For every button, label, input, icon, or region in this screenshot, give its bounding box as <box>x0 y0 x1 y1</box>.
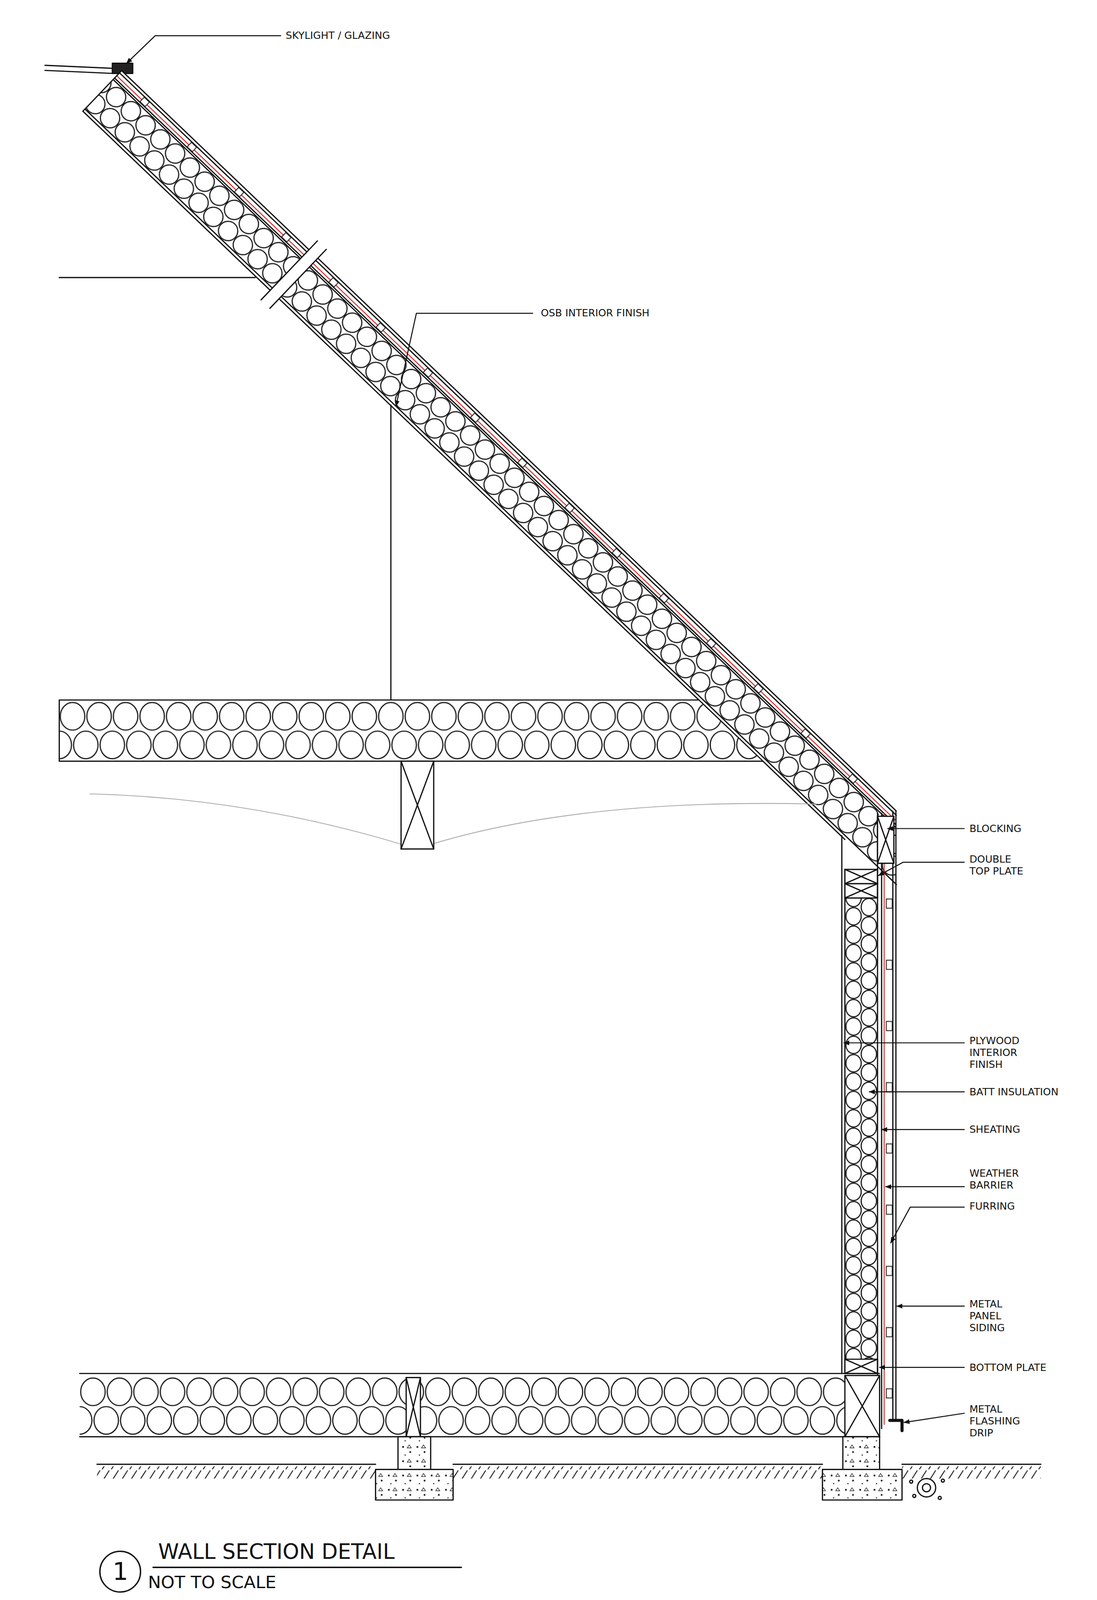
floor-joist-cross <box>406 1377 421 1437</box>
rim-joist <box>844 1375 880 1437</box>
flashing-drip <box>889 1420 903 1431</box>
metal-siding-line <box>892 811 896 1421</box>
bottom-plate <box>844 1358 878 1374</box>
gravel <box>941 1478 945 1482</box>
sheathing-line <box>877 813 882 1437</box>
callout-circle: 1 <box>99 1550 142 1593</box>
top-plate-cross <box>844 869 878 884</box>
roof-inner-line <box>85 108 897 884</box>
leader-line <box>395 313 533 406</box>
leader-line <box>890 1207 965 1243</box>
break-line <box>260 240 327 309</box>
drawing-title: WALL SECTION DETAIL <box>158 1539 395 1564</box>
top-plate <box>844 869 878 884</box>
ceiling-assembly <box>59 699 763 762</box>
callout-label: SHEATING <box>969 1123 1021 1136</box>
earth-hatch <box>452 1466 823 1479</box>
ceiling-insulation <box>59 699 763 762</box>
weather-barrier-line <box>883 813 885 1425</box>
break-gap <box>262 242 325 307</box>
concrete-footing <box>822 1469 902 1500</box>
floor-insulation <box>79 1375 845 1437</box>
roof-insulation <box>85 79 925 885</box>
drain-pipe <box>917 1478 936 1497</box>
drain-pipe-inner <box>922 1483 931 1492</box>
plywood-finish-line <box>841 835 843 1374</box>
skylight-glazing <box>44 65 115 74</box>
title-underline <box>153 1566 462 1568</box>
gravel <box>909 1480 913 1484</box>
ceiling-curve <box>90 793 817 850</box>
concrete-pier <box>842 1436 880 1470</box>
leader-line <box>878 862 964 876</box>
callout-label: BATT INSULATION <box>969 1086 1059 1098</box>
callout-number: 1 <box>112 1557 128 1586</box>
beam-cross <box>400 761 434 849</box>
leader-line <box>869 1091 965 1092</box>
leader-line <box>843 1042 964 1044</box>
roof-end-line <box>82 70 122 112</box>
leader-line <box>887 827 964 829</box>
callout-label: OSB INTERIOR FINISH <box>540 307 650 320</box>
roof-assembly <box>73 61 944 898</box>
leader-line <box>896 1305 964 1307</box>
callout-label: BOTTOM PLATE <box>969 1361 1047 1374</box>
gravel <box>938 1496 942 1500</box>
leader-line <box>879 1366 964 1368</box>
earth-hatch <box>901 1466 1041 1479</box>
floor-outline <box>79 1373 880 1437</box>
leader-line <box>126 35 281 64</box>
stud-line <box>844 869 846 1374</box>
callout-label: METAL FLASHING DRIP <box>969 1403 1029 1439</box>
callout-label: FURRING <box>969 1200 1015 1213</box>
hanger-line <box>390 404 392 700</box>
callout-label: BLOCKING <box>969 822 1022 835</box>
top-plate-cross <box>844 883 878 898</box>
ceiling-outline <box>59 699 763 762</box>
ceiling-line <box>59 276 256 279</box>
wall-insulation <box>844 897 878 1359</box>
rim-joist-cross <box>844 1375 880 1437</box>
callout-label: WEATHER BARRIER <box>969 1167 1029 1192</box>
roof-ground <box>82 70 935 889</box>
scale-note: NOT TO SCALE <box>148 1571 277 1593</box>
blocking <box>877 816 895 864</box>
callout-label: SKYLIGHT / GLAZING <box>285 29 390 42</box>
gravel <box>912 1494 916 1498</box>
concrete-footing <box>375 1469 454 1500</box>
leader-line <box>904 1413 965 1423</box>
beam <box>400 761 434 849</box>
callout-label: DOUBLE TOP PLATE <box>969 853 1029 878</box>
bottom-plate-cross <box>844 1358 878 1374</box>
floor-assembly <box>79 1375 845 1437</box>
top-plate <box>844 883 878 898</box>
wall-furring <box>885 813 894 1421</box>
earth-hatch <box>96 1466 376 1479</box>
callout-label: METAL PANEL SIDING <box>969 1298 1029 1334</box>
ground-line <box>96 1463 1041 1465</box>
batt-insulation <box>844 897 878 1359</box>
concrete-pier <box>398 1436 431 1470</box>
blocking-cross <box>877 816 895 864</box>
section-linework <box>44 35 1041 1567</box>
leader-lines <box>126 35 965 1422</box>
leader-line <box>881 1128 965 1130</box>
leader-line <box>885 1186 965 1188</box>
floor-joist <box>406 1377 421 1437</box>
callout-label: PLYWOOD INTERIOR FINISH <box>969 1034 1029 1071</box>
